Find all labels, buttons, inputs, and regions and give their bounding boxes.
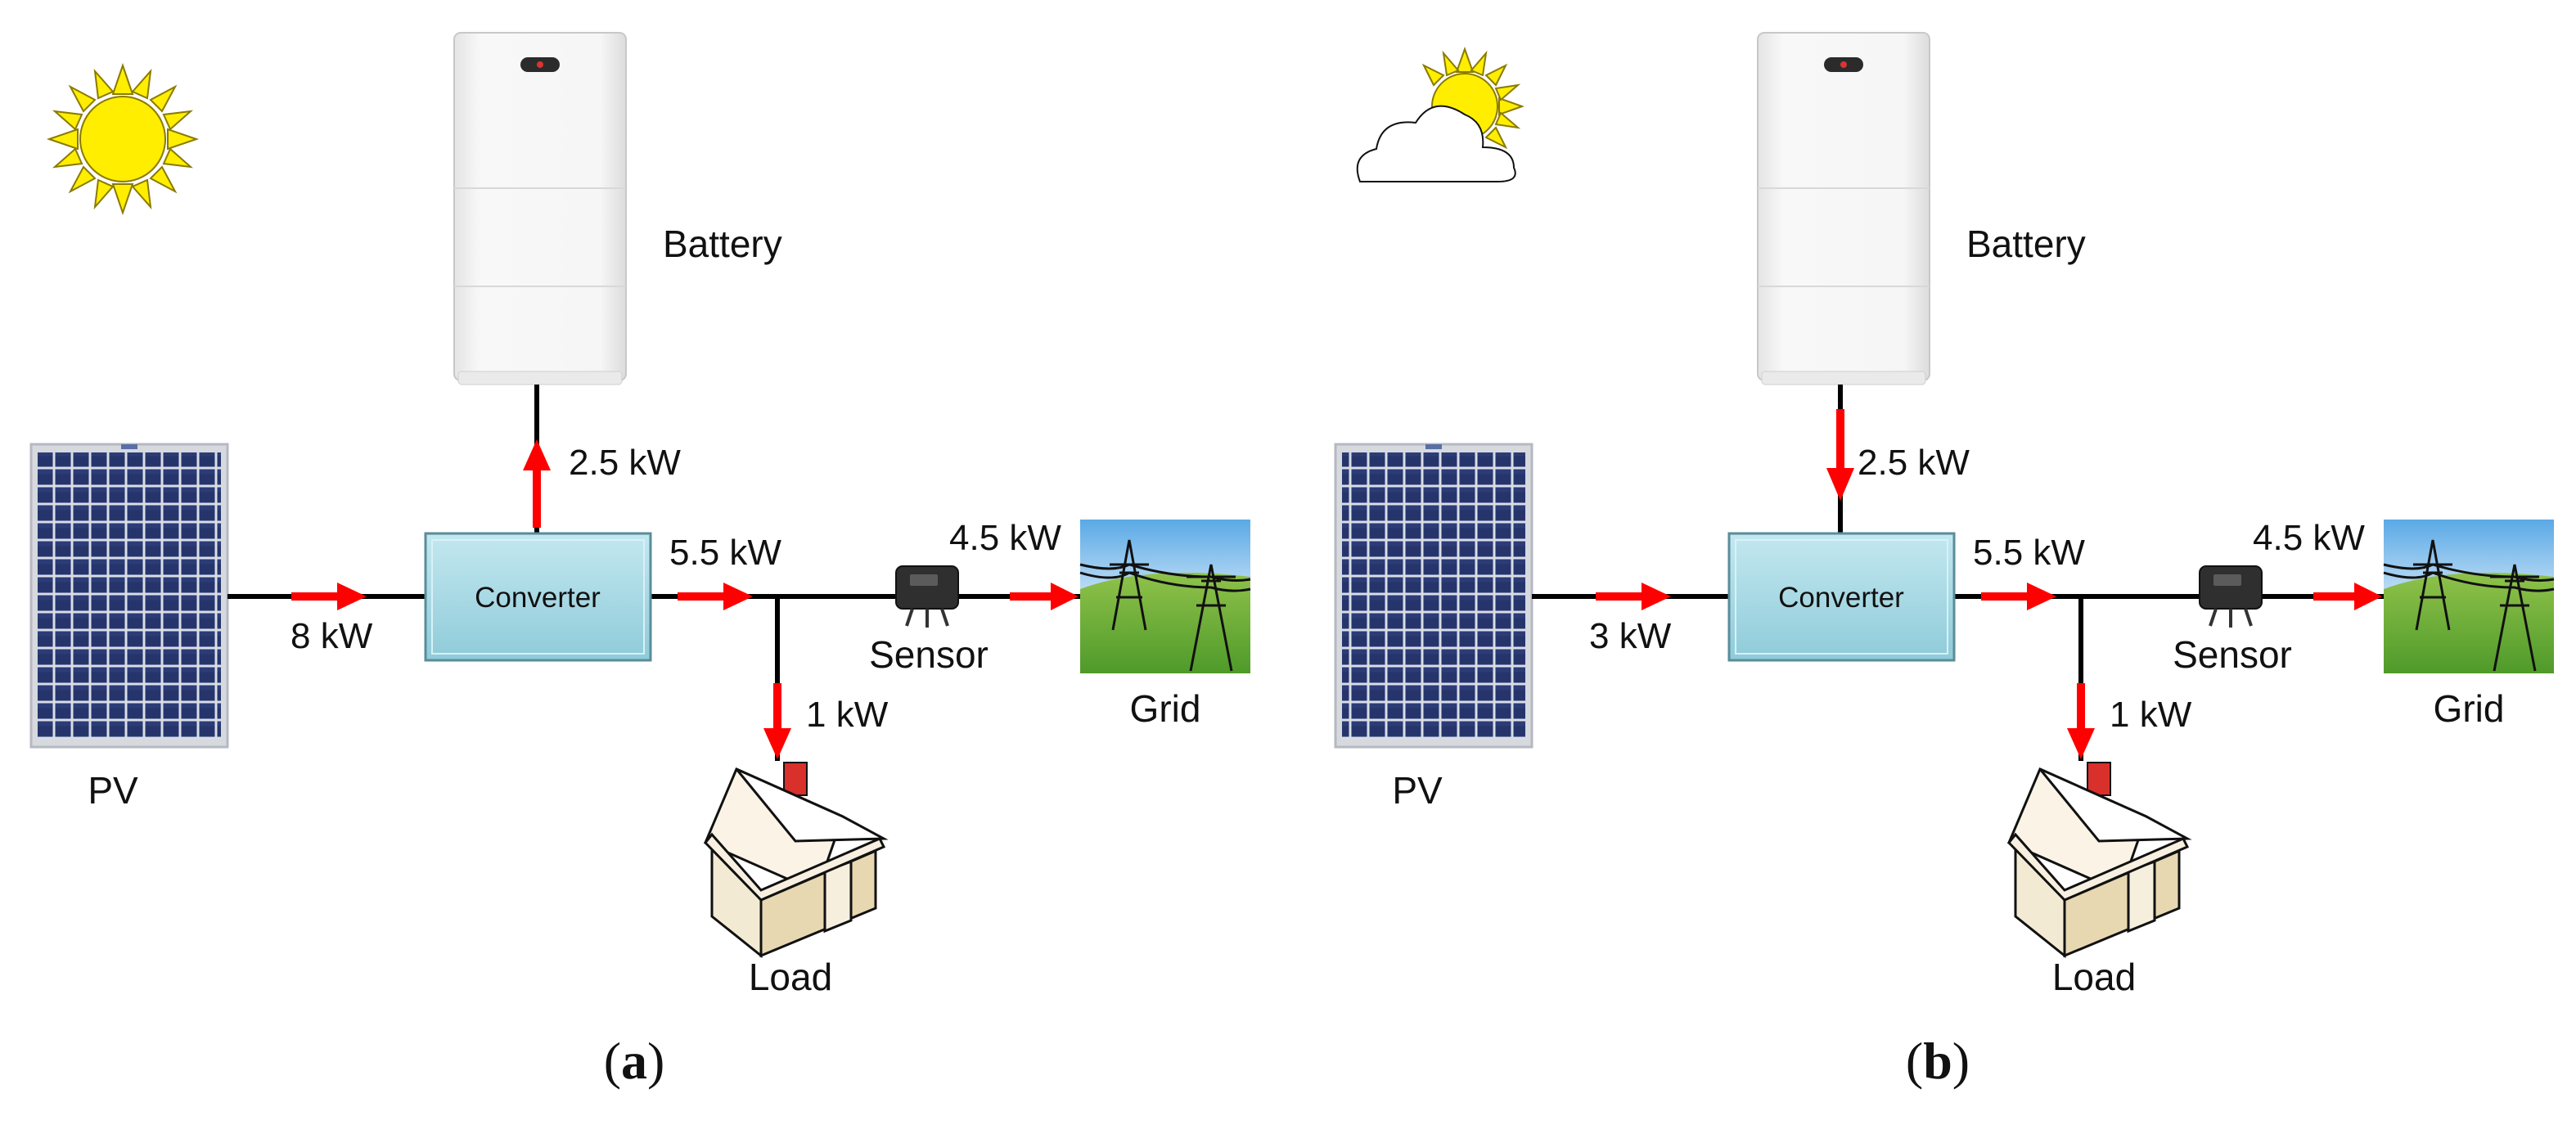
pv-label: PV bbox=[88, 769, 138, 812]
caption-a: (a) bbox=[604, 1032, 665, 1090]
arrow-battery-charge bbox=[523, 439, 551, 528]
house-icon bbox=[2007, 762, 2192, 959]
sensor-icon bbox=[895, 565, 959, 628]
grid-icon bbox=[2383, 520, 2555, 673]
flow-label-converter-out: 5.5 kW bbox=[1973, 533, 2085, 573]
flow-label-pv: 3 kW bbox=[1589, 616, 1672, 656]
flow-label-pv: 8 kW bbox=[290, 616, 373, 656]
flow-label-load: 1 kW bbox=[806, 695, 889, 735]
arrow-converter-out bbox=[1981, 583, 2056, 610]
solar-panel-icon bbox=[1334, 443, 1533, 749]
arrow-to-load bbox=[2067, 683, 2095, 759]
sun-icon bbox=[46, 62, 200, 216]
load-label: Load bbox=[2052, 956, 2136, 998]
battery-label: Battery bbox=[663, 223, 782, 265]
pv-label: PV bbox=[1392, 769, 1443, 812]
arrow-to-grid bbox=[1010, 583, 1079, 610]
caption-b: (b) bbox=[1906, 1032, 1970, 1090]
load-label: Load bbox=[749, 956, 832, 998]
flow-label-battery: 2.5 kW bbox=[569, 443, 681, 483]
flow-label-load: 1 kW bbox=[2110, 695, 2192, 735]
arrow-battery-discharge bbox=[1826, 409, 1854, 501]
house-icon bbox=[704, 762, 889, 959]
sensor-label: Sensor bbox=[869, 633, 989, 676]
converter-label: Converter bbox=[1778, 582, 1904, 614]
panel-a: Battery PV Converter bbox=[29, 32, 1251, 1090]
arrow-pv-to-converter bbox=[1596, 583, 1671, 610]
battery-icon bbox=[1757, 32, 1930, 385]
arrow-to-load bbox=[763, 683, 791, 759]
panel-b: Battery PV Converter bbox=[1334, 32, 2555, 1090]
caption-a-letter: a bbox=[621, 1032, 647, 1090]
battery-label: Battery bbox=[1966, 223, 2086, 265]
cloud-icon bbox=[1356, 47, 1524, 182]
flow-arrows bbox=[291, 439, 1079, 759]
converter-icon bbox=[424, 532, 652, 662]
sensor-icon bbox=[2199, 565, 2263, 628]
caption-b-letter: b bbox=[1923, 1032, 1952, 1090]
arrow-converter-out bbox=[678, 583, 753, 610]
arrow-pv-to-converter bbox=[291, 583, 367, 610]
grid-label: Grid bbox=[2434, 687, 2505, 730]
flow-label-converter-out: 5.5 kW bbox=[669, 533, 781, 573]
converter-label: Converter bbox=[475, 582, 601, 614]
flow-label-battery: 2.5 kW bbox=[1858, 443, 1970, 483]
sensor-label: Sensor bbox=[2173, 633, 2292, 676]
grid-label: Grid bbox=[1130, 687, 1201, 730]
flow-label-grid: 4.5 kW bbox=[2253, 518, 2365, 558]
flow-label-grid: 4.5 kW bbox=[949, 518, 1061, 558]
converter-icon bbox=[1727, 532, 1956, 662]
flow-arrows bbox=[1596, 409, 2382, 759]
arrow-to-grid bbox=[2313, 583, 2382, 610]
battery-icon bbox=[453, 32, 627, 385]
grid-icon bbox=[1079, 520, 1251, 673]
solar-panel-icon bbox=[29, 443, 229, 749]
